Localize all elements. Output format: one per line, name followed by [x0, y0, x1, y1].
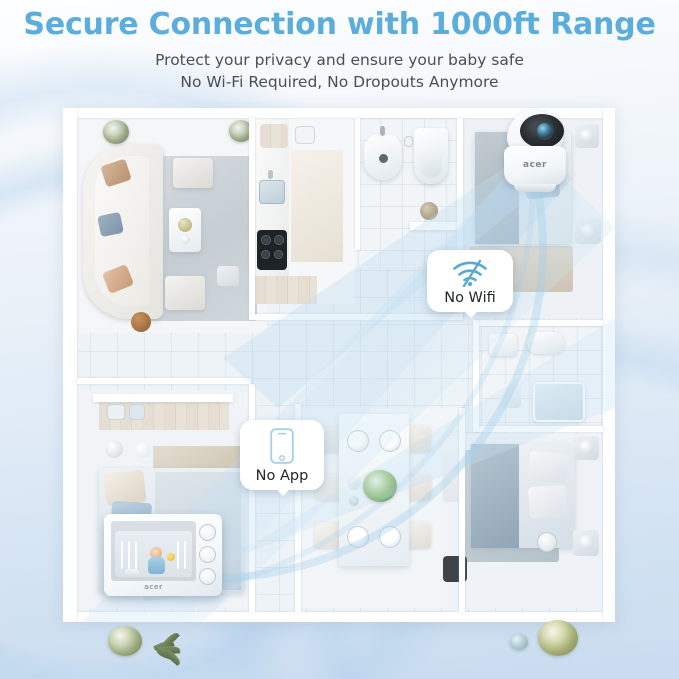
bl-shelf-ledge: [93, 394, 233, 402]
kitchen-cutting-board: [260, 124, 288, 148]
bath-2-cabinet: [489, 334, 517, 356]
bath-2-sink: [533, 382, 585, 422]
bidet-drain: [379, 154, 388, 163]
security-camera-device[interactable]: acer: [500, 110, 570, 192]
page-subtitle: Protect your privacy and ensure your bab…: [0, 41, 679, 94]
wall-dining-bedroom-br: [459, 408, 465, 612]
room-bathroom-main: [358, 118, 458, 268]
table-decor-bowl: [178, 218, 192, 232]
wall-exterior-bottom: [63, 612, 615, 622]
kitchen-faucet: [268, 170, 273, 179]
toilet-paper-holder: [404, 136, 413, 147]
subtitle-line-1: Protect your privacy and ensure your bab…: [155, 51, 524, 69]
wall-bath-second-top: [477, 320, 603, 326]
monitor-screen: [111, 521, 196, 581]
baby-monitor-device[interactable]: acer: [104, 514, 222, 596]
wall-living-kitchen: [249, 118, 255, 314]
bathroom-basket: [420, 202, 438, 220]
bl-frame-2: [129, 404, 145, 420]
room-kitchen: [255, 118, 355, 304]
bl-decor-ball: [135, 442, 151, 458]
decor-plant-succulent: [148, 630, 194, 666]
living-room-plant-left: [103, 120, 129, 144]
dining-centerpiece-plant: [363, 470, 397, 502]
decor-plant-flower-left: [108, 626, 142, 656]
wall-exterior-left: [63, 108, 77, 622]
bidet-faucet: [380, 126, 385, 136]
wall-exterior-right: [603, 108, 615, 622]
monitor-button-middle[interactable]: [199, 546, 216, 563]
camera-lens: [537, 123, 552, 138]
floor-basket: [131, 312, 151, 332]
header-block: Secure Connection with 1000ft Range Prot…: [0, 0, 679, 94]
br-pillow-1: [527, 450, 569, 484]
floor-plan: acer acer: [63, 108, 615, 622]
wall-bedroom-bl-dining: [249, 384, 255, 612]
crib: [115, 531, 192, 577]
burner-4: [274, 250, 283, 259]
bl-frame-1: [107, 404, 125, 420]
wifi-dot: [467, 281, 473, 287]
baby-body: [148, 557, 165, 574]
bath-2-bin: [501, 384, 521, 408]
badge-no-app-label: No App: [255, 468, 309, 484]
monitor-button-bottom[interactable]: [199, 568, 216, 585]
wall-hall-divider: [249, 314, 463, 320]
page-headline: Secure Connection with 1000ft Range: [23, 7, 656, 42]
wall-exterior-top: [63, 108, 615, 118]
room-living-room: [77, 118, 267, 333]
bl-lamp: [105, 440, 123, 458]
br-lamp-bottom: [579, 535, 594, 550]
kitchen-sink: [259, 180, 285, 204]
burner-1: [261, 235, 271, 245]
room-bedroom-bottom-right: [441, 434, 603, 608]
monitor-brand-label: acer: [144, 583, 163, 591]
place-setting-2: [379, 430, 401, 452]
phone-outline-icon: [270, 428, 294, 464]
wall-kitchen-bath: [355, 118, 360, 250]
bathroom-shelf: [410, 222, 458, 230]
place-setting-4: [379, 526, 401, 548]
room-bathroom-second: [481, 326, 603, 438]
toilet-seat: [420, 148, 442, 178]
place-setting-1: [347, 430, 369, 452]
kitchen-island: [291, 150, 343, 262]
place-setting-3: [347, 526, 369, 548]
wall-bath-second-left: [473, 320, 479, 432]
br-pillow-2: [527, 484, 569, 520]
monitor-button-top[interactable]: [199, 524, 216, 541]
wall-living-bedroom-bl: [77, 378, 251, 384]
wall-bath-second-bottom: [477, 426, 603, 432]
br-lamp-top: [579, 440, 594, 455]
camera-base: [514, 184, 556, 192]
bath-2-toilet: [527, 332, 565, 354]
dining-pitcher: [347, 474, 361, 490]
toy-car: [125, 569, 139, 577]
br-side-table: [537, 532, 557, 552]
camera-brand-label: acer: [523, 160, 547, 170]
room-dining: [301, 408, 459, 608]
badge-no-wifi[interactable]: No Wifi: [427, 250, 513, 317]
kitchen-tile-decor: [295, 126, 315, 144]
decor-plant-flower-right: [538, 620, 578, 656]
ottoman-top: [173, 158, 213, 188]
br-blanket: [471, 444, 519, 548]
living-room-plant-right: [229, 120, 253, 142]
badge-no-wifi-label: No Wifi: [444, 290, 496, 306]
burner-3: [261, 250, 270, 259]
dining-cup: [349, 496, 359, 506]
burner-2: [274, 235, 284, 245]
wifi-off-icon: [453, 259, 487, 287]
kitchen-wood-floor: [255, 276, 317, 304]
table-decor-glass: [181, 235, 190, 244]
rubber-duck-toy: [167, 553, 175, 561]
badge-no-app[interactable]: No App: [240, 420, 324, 495]
lamp-tr-top: [580, 129, 594, 143]
ottoman-bottom: [165, 276, 205, 310]
subtitle-line-2: No Wi-Fi Required, No Dropouts Anymore: [180, 73, 499, 92]
side-stool: [217, 266, 239, 286]
bl-headboard: [153, 446, 243, 470]
decor-plant-small-right: [510, 634, 528, 650]
lamp-tr-bottom: [581, 224, 596, 239]
